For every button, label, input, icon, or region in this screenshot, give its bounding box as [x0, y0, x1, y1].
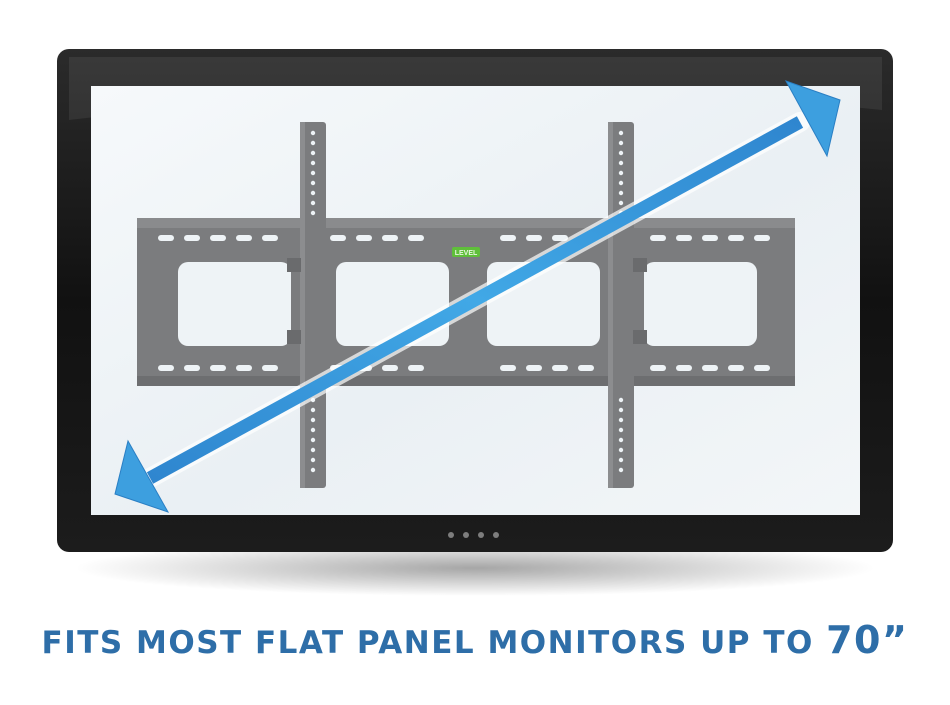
tv-indicator-dots — [448, 532, 499, 538]
level-label: LEVEL — [455, 250, 478, 257]
bubble-level-icon: LEVEL — [452, 247, 480, 257]
diagonal-size-arrow-icon — [114, 80, 841, 513]
tv-shadow — [75, 540, 875, 596]
arrow-head-top-right — [784, 80, 841, 158]
caption-size-value: 70” — [826, 618, 909, 662]
caption-main-text: FITS MOST FLAT PANEL MONITORS UP TO — [41, 625, 814, 661]
size-caption: FITS MOST FLAT PANEL MONITORS UP TO 70” — [0, 618, 950, 662]
bracket-slots-top — [158, 235, 770, 241]
arrow-head-bottom-left — [114, 439, 170, 513]
